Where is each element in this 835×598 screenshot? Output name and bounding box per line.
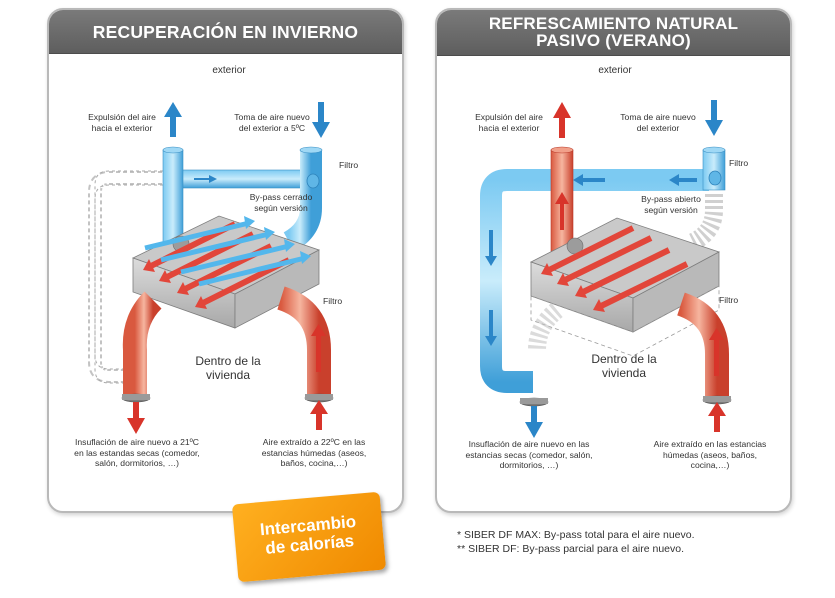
- summer-diagram: [480, 100, 732, 438]
- intake-duct: [283, 150, 322, 252]
- winter-diagram: [88, 102, 334, 434]
- filter-mid-label: Filtro: [719, 295, 739, 305]
- extract-duct: [676, 292, 729, 400]
- extract-arrow-icon: [708, 402, 726, 432]
- panel-winter-recovery: RECUPERACIÓN EN INVIERNO: [47, 8, 404, 513]
- exterior-label: exterior: [212, 65, 246, 76]
- fresh-air-top-duct: [168, 169, 322, 189]
- exhaust-arrow-icon: [553, 102, 571, 138]
- exhaust-duct: [162, 149, 184, 246]
- intake-arrow-icon: [705, 100, 723, 136]
- panel-title: RECUPERACIÓN EN INVIERNO: [49, 10, 402, 54]
- filter-top-label: Filtro: [729, 158, 749, 168]
- filter-top-icon: [708, 170, 722, 186]
- extract-duct: [276, 286, 331, 398]
- footnote-df: ** SIBER DF: By-pass parcial para el air…: [457, 543, 685, 555]
- footnotes: * SIBER DF MAX: By-pass total para el ai…: [457, 528, 695, 556]
- exhaust-arrow-icon: [164, 102, 182, 137]
- exterior-label: exterior: [598, 65, 632, 76]
- extract-duct-arrow: [311, 324, 326, 372]
- supply-arrow-icon: [127, 402, 145, 434]
- intake-arrow-icon: [312, 102, 330, 138]
- extract-duct-arrow: [709, 328, 724, 376]
- filter-top-icon: [306, 173, 320, 189]
- supply-arrow-icon: [525, 406, 543, 438]
- supply-duct: [122, 291, 162, 398]
- filter-top-label: Filtro: [339, 160, 359, 170]
- footnote-df-max: * SIBER DF MAX: By-pass total para el ai…: [457, 529, 695, 541]
- warm-air-arrows: [541, 225, 689, 312]
- bypass-arrows: [485, 174, 697, 346]
- extract-arrow-icon: [310, 400, 328, 430]
- filter-mid-label: Filtro: [323, 296, 343, 306]
- fresh-air-arrows: [144, 216, 311, 287]
